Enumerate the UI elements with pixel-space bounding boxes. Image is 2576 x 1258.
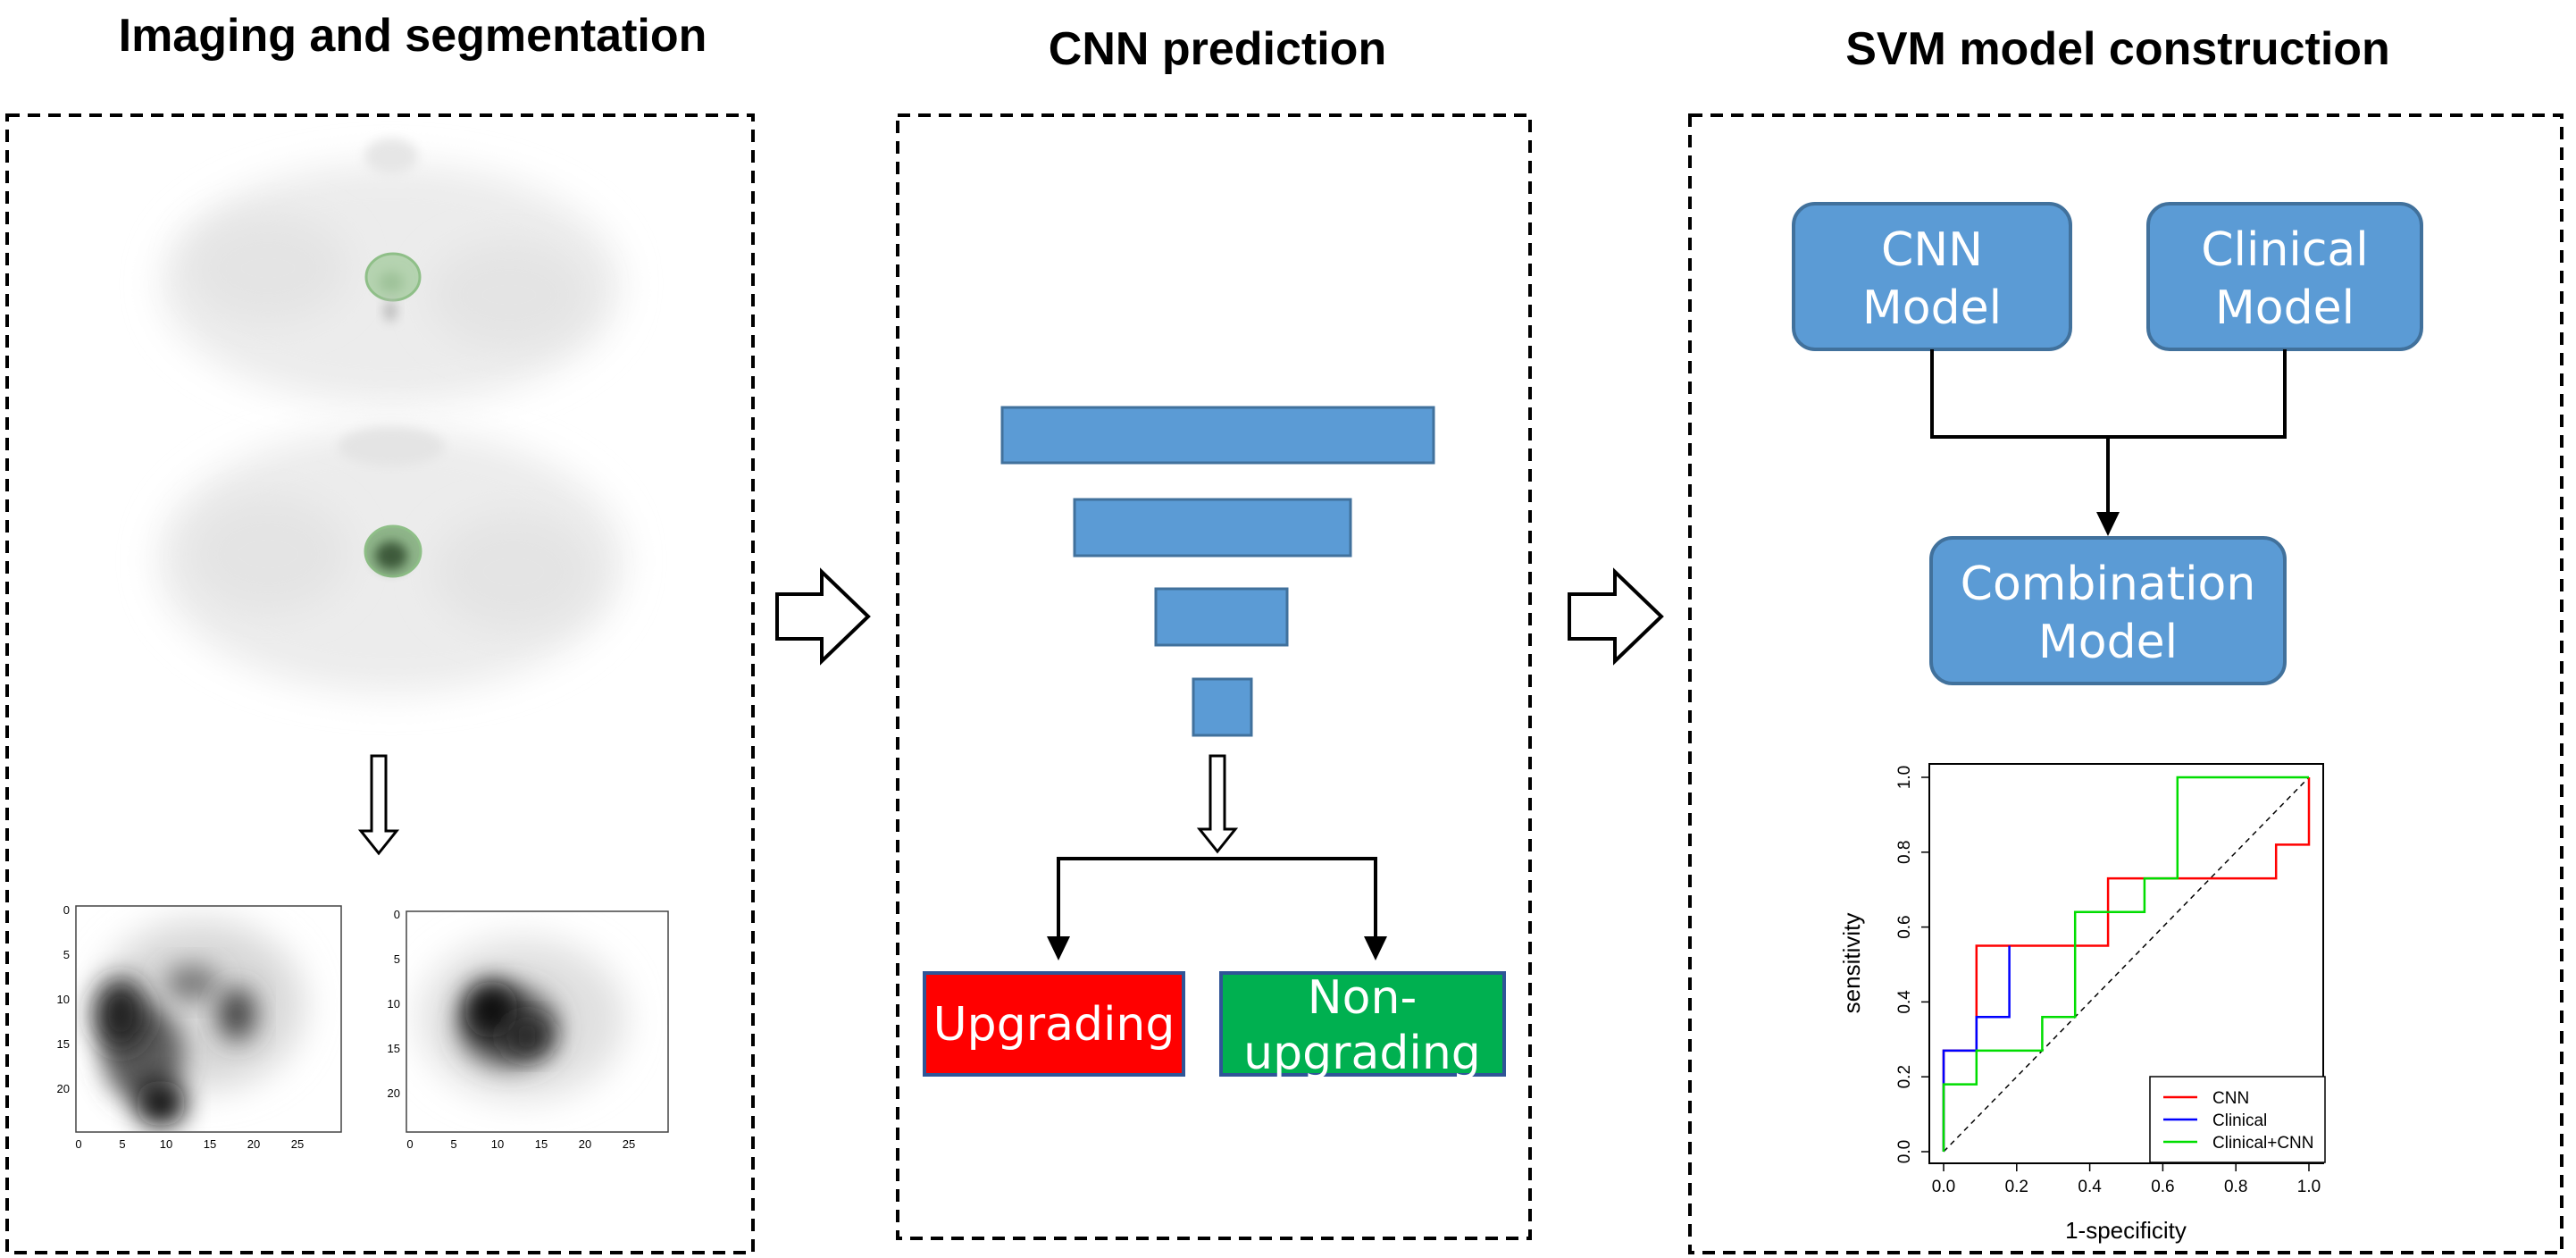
roc-legend-label: CNN [2212,1089,2249,1108]
roc-series-group [1942,776,2311,1152]
roc-x-tick-label: 0.8 [2224,1178,2247,1196]
panel-cnn: CNN prediction Upgrading Non- upgrading [896,23,1532,1240]
roc-y-tick-label: 0.8 [1895,841,1914,864]
tick-label: 10 [491,1137,504,1151]
clinical-model-label-line2: Model [2215,281,2354,335]
tick-label: 15 [204,1137,216,1151]
roc-chart: 0.0 0.2 0.4 0.6 0.8 1.0 0.0 0.2 0.4 0.6 0.8 1.0 1-… [1838,763,2326,1244]
tick-label: 0 [394,908,400,921]
roc-x-tick-label: 1.0 [2297,1178,2321,1196]
cnn-model-label-line2: Model [1862,281,2002,335]
heatmap-right: 0 5 10 15 20 25 0 5 10 15 20 [388,908,669,1151]
heatmap-right-yticks: 0 5 10 15 20 [388,908,400,1100]
tick-label: 10 [160,1137,172,1151]
cnn-layer-4 [1192,677,1253,737]
panel-imaging: Imaging and segmentation [5,10,755,1254]
roc-y-tick-label: 1.0 [1895,766,1914,789]
panel-border-cnn [896,113,1532,1240]
pet-image-top [161,138,622,405]
tick-label: 20 [388,1086,400,1100]
cnn-branch-connector [1047,857,1387,960]
tick-label: 0 [406,1137,413,1151]
tick-label: 25 [623,1137,635,1151]
tick-label: 5 [394,952,400,966]
roc-y-tick-label: 0.6 [1895,915,1914,938]
tick-label: 0 [75,1137,81,1151]
non-upgrading-box [1219,971,1506,1077]
pet-image-bottom [157,427,625,693]
panel-title-cnn: CNN prediction [1049,23,1386,75]
non-upgrading-label-line1: Non- [1308,971,1417,1025]
tick-label: 10 [388,997,400,1011]
roc-x-tick-label: 0.6 [2151,1178,2174,1196]
non-upgrading-label-line2: upgrading [1243,1027,1481,1080]
roc-diagonal [1943,776,2310,1153]
panel-svm: SVM model construction CNN Model Clinica… [1688,23,2563,1254]
heatmap-right-xticks: 0 5 10 15 20 25 [406,1137,635,1151]
combination-model-label-line1: Combination [1961,558,2256,611]
heatmap-left-yticks: 0 5 10 15 20 [57,903,70,1095]
upgrading-label: Upgrading [933,998,1175,1052]
roc-y-tick-label: 0.4 [1895,990,1914,1014]
combination-model-label-line2: Model [2038,616,2178,669]
heatmap-left-xticks: 0 5 10 15 20 25 [75,1137,304,1151]
tick-label: 25 [291,1137,304,1151]
roc-series-line [1942,945,2011,1152]
panel-title-imaging: Imaging and segmentation [119,10,707,62]
arrow-right-icon [1568,567,1664,666]
roc-x-label: 1-specificity [2065,1217,2187,1244]
tick-label: 20 [579,1137,591,1151]
roc-y-tick-label: 0.2 [1895,1065,1914,1088]
clinical-model-label-line1: Clinical [2201,223,2369,277]
combination-model-box [1929,536,2287,685]
cnn-layer-3 [1154,587,1289,647]
tick-label: 5 [119,1137,125,1151]
tick-label: 0 [63,903,70,917]
roc-series-line [1942,776,2309,1152]
roc-y-tick-label: 0.0 [1895,1140,1914,1163]
tick-label: 15 [535,1137,548,1151]
tick-label: 20 [247,1137,260,1151]
cnn-layer-1 [1000,406,1435,465]
tick-label: 5 [450,1137,456,1151]
cnn-layer-2 [1073,498,1352,558]
upgrading-box [923,971,1185,1077]
heatmap-left: 0 5 10 15 20 25 0 5 10 15 20 [57,903,342,1151]
arrow-down-icon [357,754,400,856]
roc-y-label: sensitivity [1838,913,1865,1014]
roc-x-ticks: 0.0 0.2 0.4 0.6 0.8 1.0 [1932,1163,2321,1196]
panel-title-svm: SVM model construction [1845,23,2390,75]
panel-border-imaging [5,113,755,1254]
roc-x-tick-label: 0.4 [2078,1178,2102,1196]
roc-x-tick-label: 0.0 [1932,1178,1955,1196]
tick-label: 20 [57,1082,70,1095]
arrow-right-icon [775,567,871,666]
tick-label: 10 [57,993,70,1006]
roc-x-tick-label: 0.2 [2005,1178,2028,1196]
tick-label: 5 [63,948,70,961]
roc-y-ticks: 0.0 0.2 0.4 0.6 0.8 1.0 [1895,766,1929,1163]
arrow-down-icon [1196,754,1239,854]
tick-label: 15 [388,1042,400,1055]
roc-legend-label: Clinical+CNN [2212,1134,2314,1153]
panel-border-svm [1688,113,2563,1254]
svm-merge-connector [1930,349,2287,536]
roc-plot-frame [1928,763,2324,1164]
tick-label: 15 [57,1037,70,1051]
cnn-model-label-line1: CNN [1881,223,1983,277]
roc-legend-label: Clinical [2212,1111,2267,1130]
